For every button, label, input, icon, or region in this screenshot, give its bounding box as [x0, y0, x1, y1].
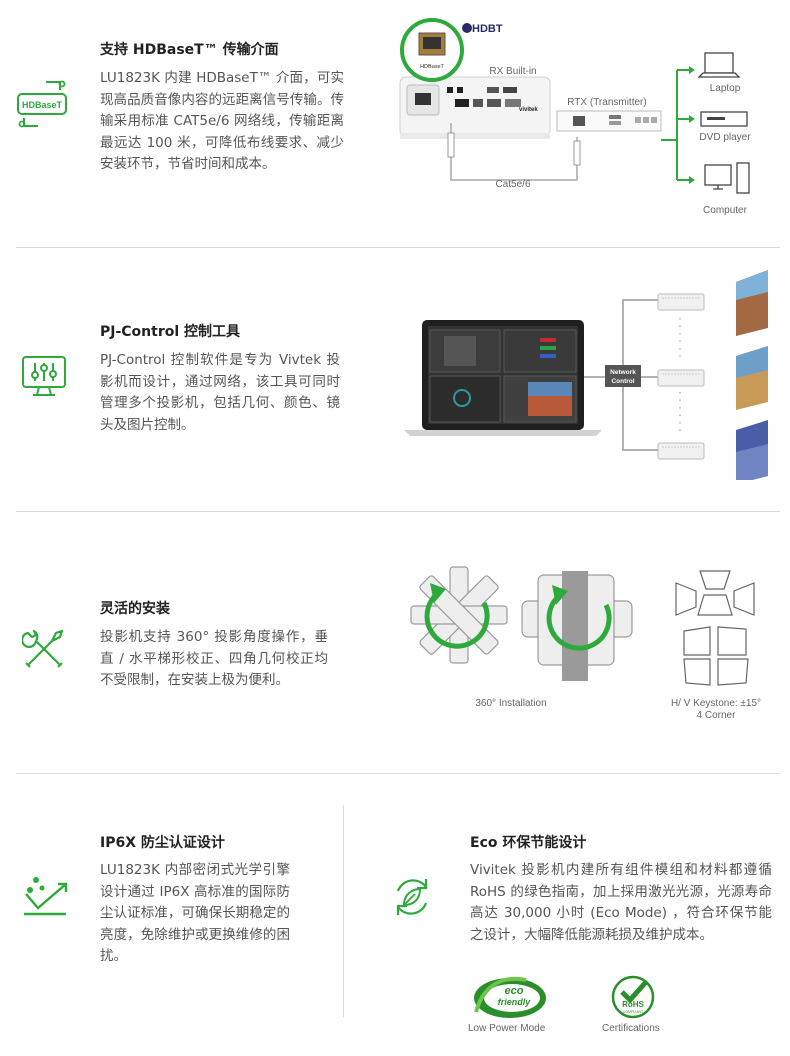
keystone-label: H/ V Keystone: ±15°: [671, 698, 761, 709]
eco-badge-text-1: eco: [505, 985, 524, 997]
hdbaset-title: 支持 HDBaseT™ 传输介面: [100, 42, 279, 58]
cable-label: Cat5e/6: [495, 179, 530, 190]
hdbaset-feature-icon: HDBaseT: [16, 80, 68, 128]
control-panel-icon: [21, 355, 67, 399]
eco-badge-text-2: friendly: [498, 997, 532, 1007]
hdbt-logo: HDBT: [472, 23, 503, 35]
rx-built-in-label: RX Built-in: [489, 66, 536, 77]
section-divider-2: [16, 511, 780, 512]
vertical-divider: [343, 805, 344, 1017]
installation-diagram: 360° Installation H/ V Keystone: ±15° 4 …: [400, 565, 780, 725]
installation-description: 投影机支持 360° 投影角度操作，垂直 / 水平梯形校正、四角几何校正均不受限…: [100, 629, 328, 688]
install-360-label: 360° Installation: [475, 698, 546, 709]
installation-title: 灵活的安装: [100, 601, 170, 617]
section-divider-1: [16, 247, 780, 248]
rtx-label: RTX (Transmitter): [567, 97, 646, 108]
pjcontrol-description: PJ-Control 控制软件是专为 Vivtek 投影机而设计，通过网络，该工…: [100, 352, 340, 433]
network-control-label: Network: [610, 369, 636, 376]
ip6x-description: LU1823K 内部密闭式光学引擎设计通过 IP6X 高标准的国际防尘认证标准，…: [100, 862, 290, 964]
rohs-badge: RoHS COMPLIANT: [610, 974, 656, 1020]
hdbaset-diagram: vivitek HDBaseT HDBT RX Built-in RTX (Tr…: [395, 15, 775, 220]
eco-friendly-badge: eco friendly: [466, 972, 552, 1022]
low-power-mode-label: Low Power Mode: [468, 1023, 546, 1034]
pjcontrol-diagram: Network Control: [400, 270, 780, 484]
pjcontrol-title: PJ-Control 控制工具: [100, 324, 241, 340]
section-divider-3: [16, 773, 780, 774]
eco-description: Vivitek 投影机内建所有组件模组和材料都遵循 RoHS 的绿色指南，加上採…: [470, 862, 772, 943]
eco-title: Eco 环保节能设计: [470, 835, 587, 851]
ip6x-title: IP6X 防尘认证设计: [100, 835, 225, 851]
corner-label: 4 Corner: [697, 710, 737, 721]
eco-recycle-icon: [388, 873, 436, 921]
device-laptop-label: Laptop: [710, 83, 741, 94]
certifications-label: Certifications: [602, 1023, 660, 1034]
rohs-badge-text-1: RoHS: [622, 1000, 644, 1009]
device-computer-label: Computer: [703, 205, 748, 216]
device-dvd-label: DVD player: [699, 132, 751, 143]
wrench-screwdriver-icon: [21, 627, 66, 671]
hdbaset-icon-text: HDBaseT: [22, 100, 63, 110]
svg-text:vivitek: vivitek: [519, 107, 538, 113]
hdbaset-description: LU1823K 内建 HDBaseT™ 介面，可实现高品质音像内容的远距离信号传…: [100, 70, 344, 172]
svg-text:Control: Control: [611, 378, 634, 385]
rohs-badge-text-2: COMPLIANT: [623, 1010, 644, 1014]
hdbaset-port-label: HDBaseT: [420, 64, 444, 70]
dust-proof-icon: [22, 874, 68, 916]
